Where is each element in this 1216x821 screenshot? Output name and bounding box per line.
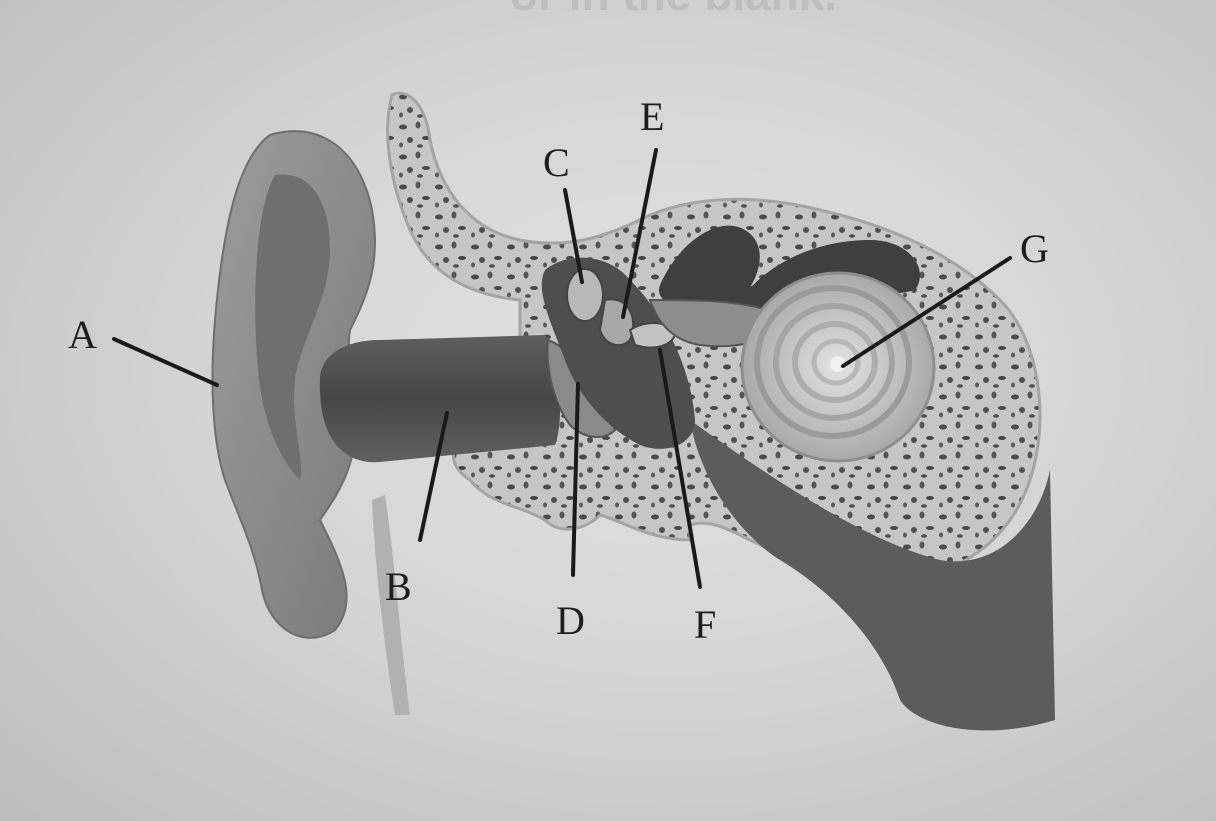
label-g: G (1020, 226, 1049, 271)
label-d: D (556, 598, 585, 643)
label-c: C (543, 140, 570, 185)
leader-line-d (571, 382, 580, 577)
label-b: B (385, 564, 412, 609)
label-f: F (694, 602, 716, 647)
label-e: E (640, 94, 664, 139)
label-a: A (68, 312, 97, 357)
leader-line-b (418, 411, 449, 542)
leader-line-g (841, 256, 1012, 368)
cochlea (740, 271, 936, 463)
throat-tissue (690, 420, 1055, 731)
leader-line-c (563, 188, 584, 284)
pinna-inner-fold (255, 174, 330, 481)
hammer-bone (566, 268, 604, 322)
header-fragment: or in the blank. (510, 0, 837, 20)
leader-line-e (621, 148, 658, 319)
leader-line-a (112, 337, 219, 387)
leader-line-f (658, 348, 702, 589)
neck-skin (372, 495, 410, 715)
ear-canal (319, 335, 561, 463)
